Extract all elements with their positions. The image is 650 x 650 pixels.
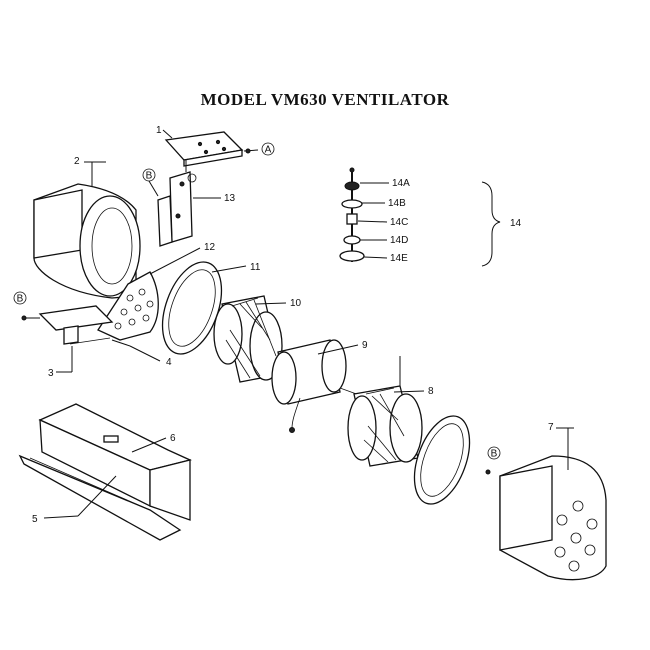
svg-text:B: B [491,449,498,460]
callout-14c: 14C [390,217,408,228]
ref-marker-b-upper: B [142,168,159,197]
part-13-bracket [157,171,197,247]
callout-9: 9 [362,340,368,351]
svg-text:A: A [265,145,272,156]
part-11-gasket [161,261,223,355]
callout-14d: 14D [390,235,408,246]
callout-8: 8 [428,386,434,397]
svg-text:B: B [17,294,24,305]
ref-marker-b-left: B [13,291,40,321]
part-3-small-bracket [38,305,114,345]
part-2-left-housing [33,183,141,299]
ref-marker-b-right: B [485,446,501,475]
ref-marker-a: A [261,142,275,156]
callout-6: 6 [170,433,176,444]
gasket-right [413,415,471,505]
part-8-blower-wheel [347,356,423,467]
callout-14: 14 [510,218,522,229]
callout-10: 10 [290,298,302,309]
diagram-title: MODEL VM630 VENTILATOR [200,90,450,109]
part-7-right-housing [499,455,607,581]
callout-2: 2 [74,156,80,167]
callout-14b: 14B [388,198,406,209]
callout-1: 1 [156,125,162,136]
part-10-blower-wheel [213,295,283,383]
callout-13: 13 [224,193,236,204]
callout-3: 3 [48,368,54,379]
callout-14e: 14E [390,253,408,264]
callout-5: 5 [32,514,38,525]
part-12-perforated-plate [97,271,159,341]
callout-11: 11 [250,262,261,273]
part-1-mounting-plate [164,131,259,167]
callout-7: 7 [548,422,554,433]
part-14-shaft-assembly [339,167,365,262]
part-5-6-base-tray [18,403,192,541]
callout-14a: 14A [392,178,410,189]
part-9-motor [271,339,363,433]
svg-text:B: B [146,171,153,182]
callout-12: 12 [204,242,216,253]
callout-4: 4 [166,357,172,368]
